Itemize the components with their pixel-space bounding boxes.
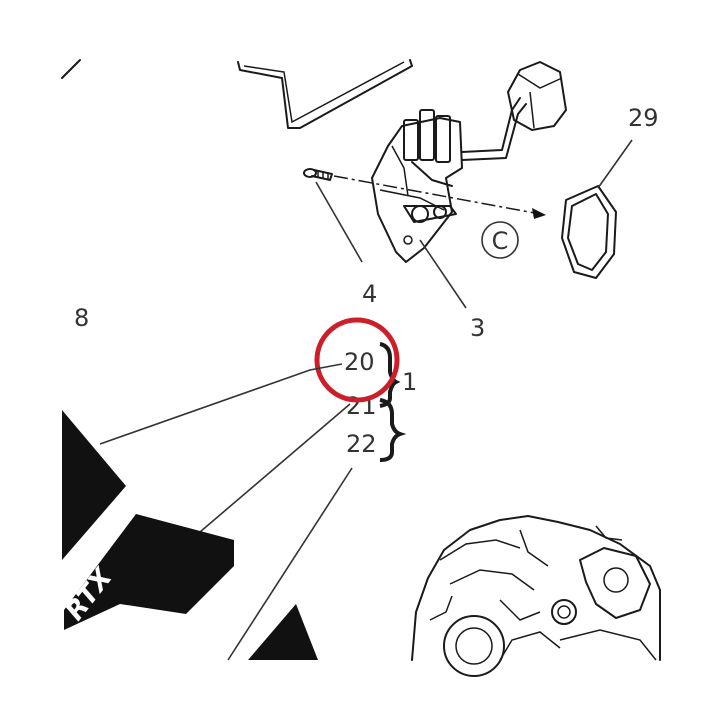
callout-4: 4 bbox=[362, 280, 377, 308]
highlight-circle bbox=[314, 317, 400, 403]
leader-4 bbox=[315, 181, 363, 263]
gasket-seal bbox=[561, 185, 617, 279]
bracket-upper bbox=[379, 342, 401, 408]
assembly-direction-line bbox=[333, 175, 541, 215]
screw bbox=[303, 168, 333, 181]
fuel-pump-module bbox=[371, 61, 567, 263]
callout-1: 1 bbox=[402, 368, 417, 396]
callout-22: 22 bbox=[346, 430, 377, 458]
engine-view bbox=[411, 515, 661, 677]
fuel-line-bracket-inner bbox=[243, 61, 405, 124]
decal-panels bbox=[62, 410, 318, 660]
leader-3 bbox=[419, 239, 467, 309]
callout-29: 29 bbox=[628, 104, 659, 132]
callout-8: 8 bbox=[74, 304, 89, 332]
fuel-line-bracket bbox=[237, 59, 413, 129]
leader-29 bbox=[597, 139, 633, 189]
callout-3: 3 bbox=[470, 314, 485, 342]
leader-21 bbox=[199, 403, 351, 533]
assembly-arrow-icon bbox=[532, 208, 546, 219]
bracket-lower bbox=[379, 398, 407, 462]
callout-20: 20 bbox=[344, 348, 375, 376]
hose-stub bbox=[61, 59, 81, 79]
leader-20 bbox=[99, 363, 343, 445]
view-marker-label: C bbox=[492, 227, 509, 255]
leader-22 bbox=[227, 467, 353, 661]
view-marker-circle bbox=[481, 221, 519, 259]
